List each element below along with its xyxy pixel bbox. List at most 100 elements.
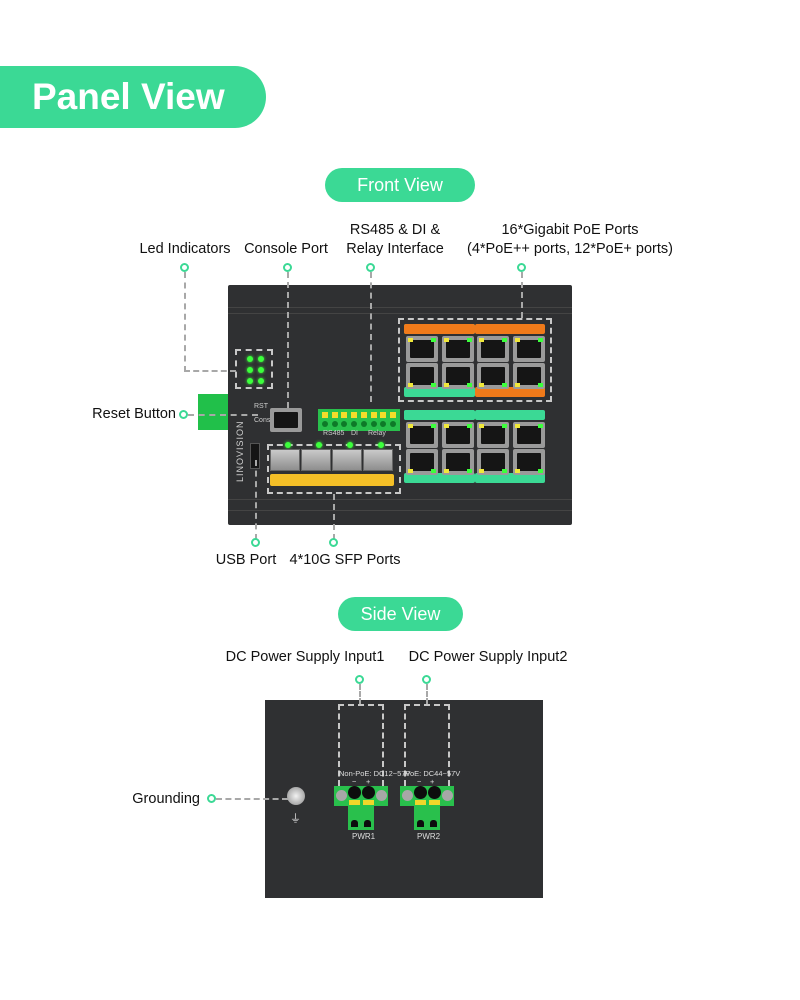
led-alm (247, 356, 253, 362)
console-label: Console (254, 417, 280, 424)
port-led (502, 424, 507, 428)
port-led (537, 424, 543, 428)
console-port[interactable] (270, 408, 302, 432)
terminal-label-rs485: RS485 (323, 430, 345, 437)
port-led (443, 469, 449, 473)
plug-slot (417, 820, 424, 827)
port-led (443, 424, 449, 428)
port-label-strip (404, 324, 475, 334)
callout-dot (517, 263, 526, 272)
gigabit-poe-port[interactable] (441, 449, 474, 475)
callout-usb-port: USB Port (215, 552, 277, 568)
sfp-port-3[interactable] (332, 449, 362, 471)
sfp-port-2[interactable] (301, 449, 331, 471)
callout-dot (355, 675, 364, 684)
pwr1-label: PWR1 (352, 832, 376, 841)
callout-sfp-ports: 4*10G SFP Ports (289, 552, 401, 568)
latch (363, 800, 374, 805)
led-p2 (258, 378, 264, 384)
port-led (479, 383, 484, 387)
callout-dot (207, 794, 216, 803)
led-indicator-group (235, 349, 273, 389)
terminal-pin (351, 412, 358, 418)
callout-console-port: Console Port (244, 241, 328, 257)
terminal-pin (380, 412, 387, 418)
callout-reset-button: Reset Button (92, 406, 176, 422)
terminal-pin (331, 412, 338, 418)
terminal-screw (331, 421, 338, 427)
wire-hole (348, 786, 361, 799)
terminal-pin (389, 412, 396, 418)
terminal-pin (322, 412, 328, 418)
port-label-strip (475, 324, 545, 334)
pwr2-minus: − (417, 777, 422, 786)
pwr2-highlight (404, 704, 450, 786)
latch (415, 800, 426, 805)
terminal-pin (360, 412, 367, 418)
terminal-screw (341, 421, 348, 427)
wire-hole (428, 786, 441, 799)
callout-dot (422, 675, 431, 684)
port-led (408, 469, 413, 473)
callout-dc-input2: DC Power Supply Input2 (408, 649, 568, 665)
port-led (502, 469, 507, 473)
port-led (466, 469, 472, 473)
terminal-screw (351, 421, 358, 427)
port-led (479, 338, 484, 342)
side-view-heading: Side View (338, 597, 463, 631)
poe-port-group-top (398, 318, 552, 402)
pwr1-spec: Non-PoE: DC12~57V (339, 769, 411, 778)
callout-dc-input1: DC Power Supply Input1 (225, 649, 385, 665)
terminal-label-di: DI (351, 430, 358, 437)
port-led (479, 424, 484, 428)
page-title: Panel View (0, 66, 266, 128)
port-label-strip (475, 410, 545, 420)
led-usb (258, 367, 264, 373)
port-led (408, 383, 413, 387)
terminal-screw (380, 421, 387, 427)
sfp-port-1[interactable] (270, 449, 300, 471)
callout-dot (180, 263, 189, 272)
leader-line (359, 684, 361, 704)
callout-poe-line1: 16*Gigabit PoE Ports (501, 222, 639, 238)
port-label-strip (475, 324, 545, 334)
brand-logo: LINOVISION (235, 420, 245, 482)
port-led (431, 469, 436, 473)
terminal-screw (322, 421, 328, 427)
callout-rs485-line2: Relay Interface (346, 241, 444, 257)
wire-hole (414, 786, 427, 799)
leader-line (184, 370, 236, 372)
port-led (479, 469, 484, 473)
callout-dot (283, 263, 292, 272)
leader-line (188, 414, 258, 416)
terminal-screw (370, 421, 377, 427)
port-led (466, 424, 472, 428)
pwr2-plus: + (430, 777, 435, 786)
port-led (514, 338, 520, 342)
leader-line (370, 272, 372, 402)
connector-screw (376, 790, 387, 801)
port-label-strip (475, 410, 545, 420)
sfp-led (347, 442, 353, 448)
front-view-heading: Front View (325, 168, 475, 202)
port-label-strip (475, 473, 545, 483)
connector-screw (442, 790, 453, 801)
port-led (514, 383, 520, 387)
ground-symbol-icon: ⏚ (290, 813, 301, 825)
port-led (502, 383, 507, 387)
rst-label: RST (254, 403, 268, 410)
led-p1 (247, 378, 253, 384)
connector-screw (336, 790, 347, 801)
leader-line (255, 460, 257, 540)
pwr1-plus: + (366, 777, 371, 786)
callout-poe-line2: (4*PoE++ ports, 12*PoE+ ports) (467, 241, 673, 257)
grounding-screw (287, 787, 305, 805)
sfp-port-4[interactable] (363, 449, 393, 471)
terminal-pin (370, 412, 377, 418)
plug-slot (430, 820, 437, 827)
terminal-pin (341, 412, 348, 418)
reset-button[interactable] (198, 394, 228, 430)
latch (349, 800, 360, 805)
port-led (431, 424, 436, 428)
pwr1-minus: − (352, 777, 357, 786)
